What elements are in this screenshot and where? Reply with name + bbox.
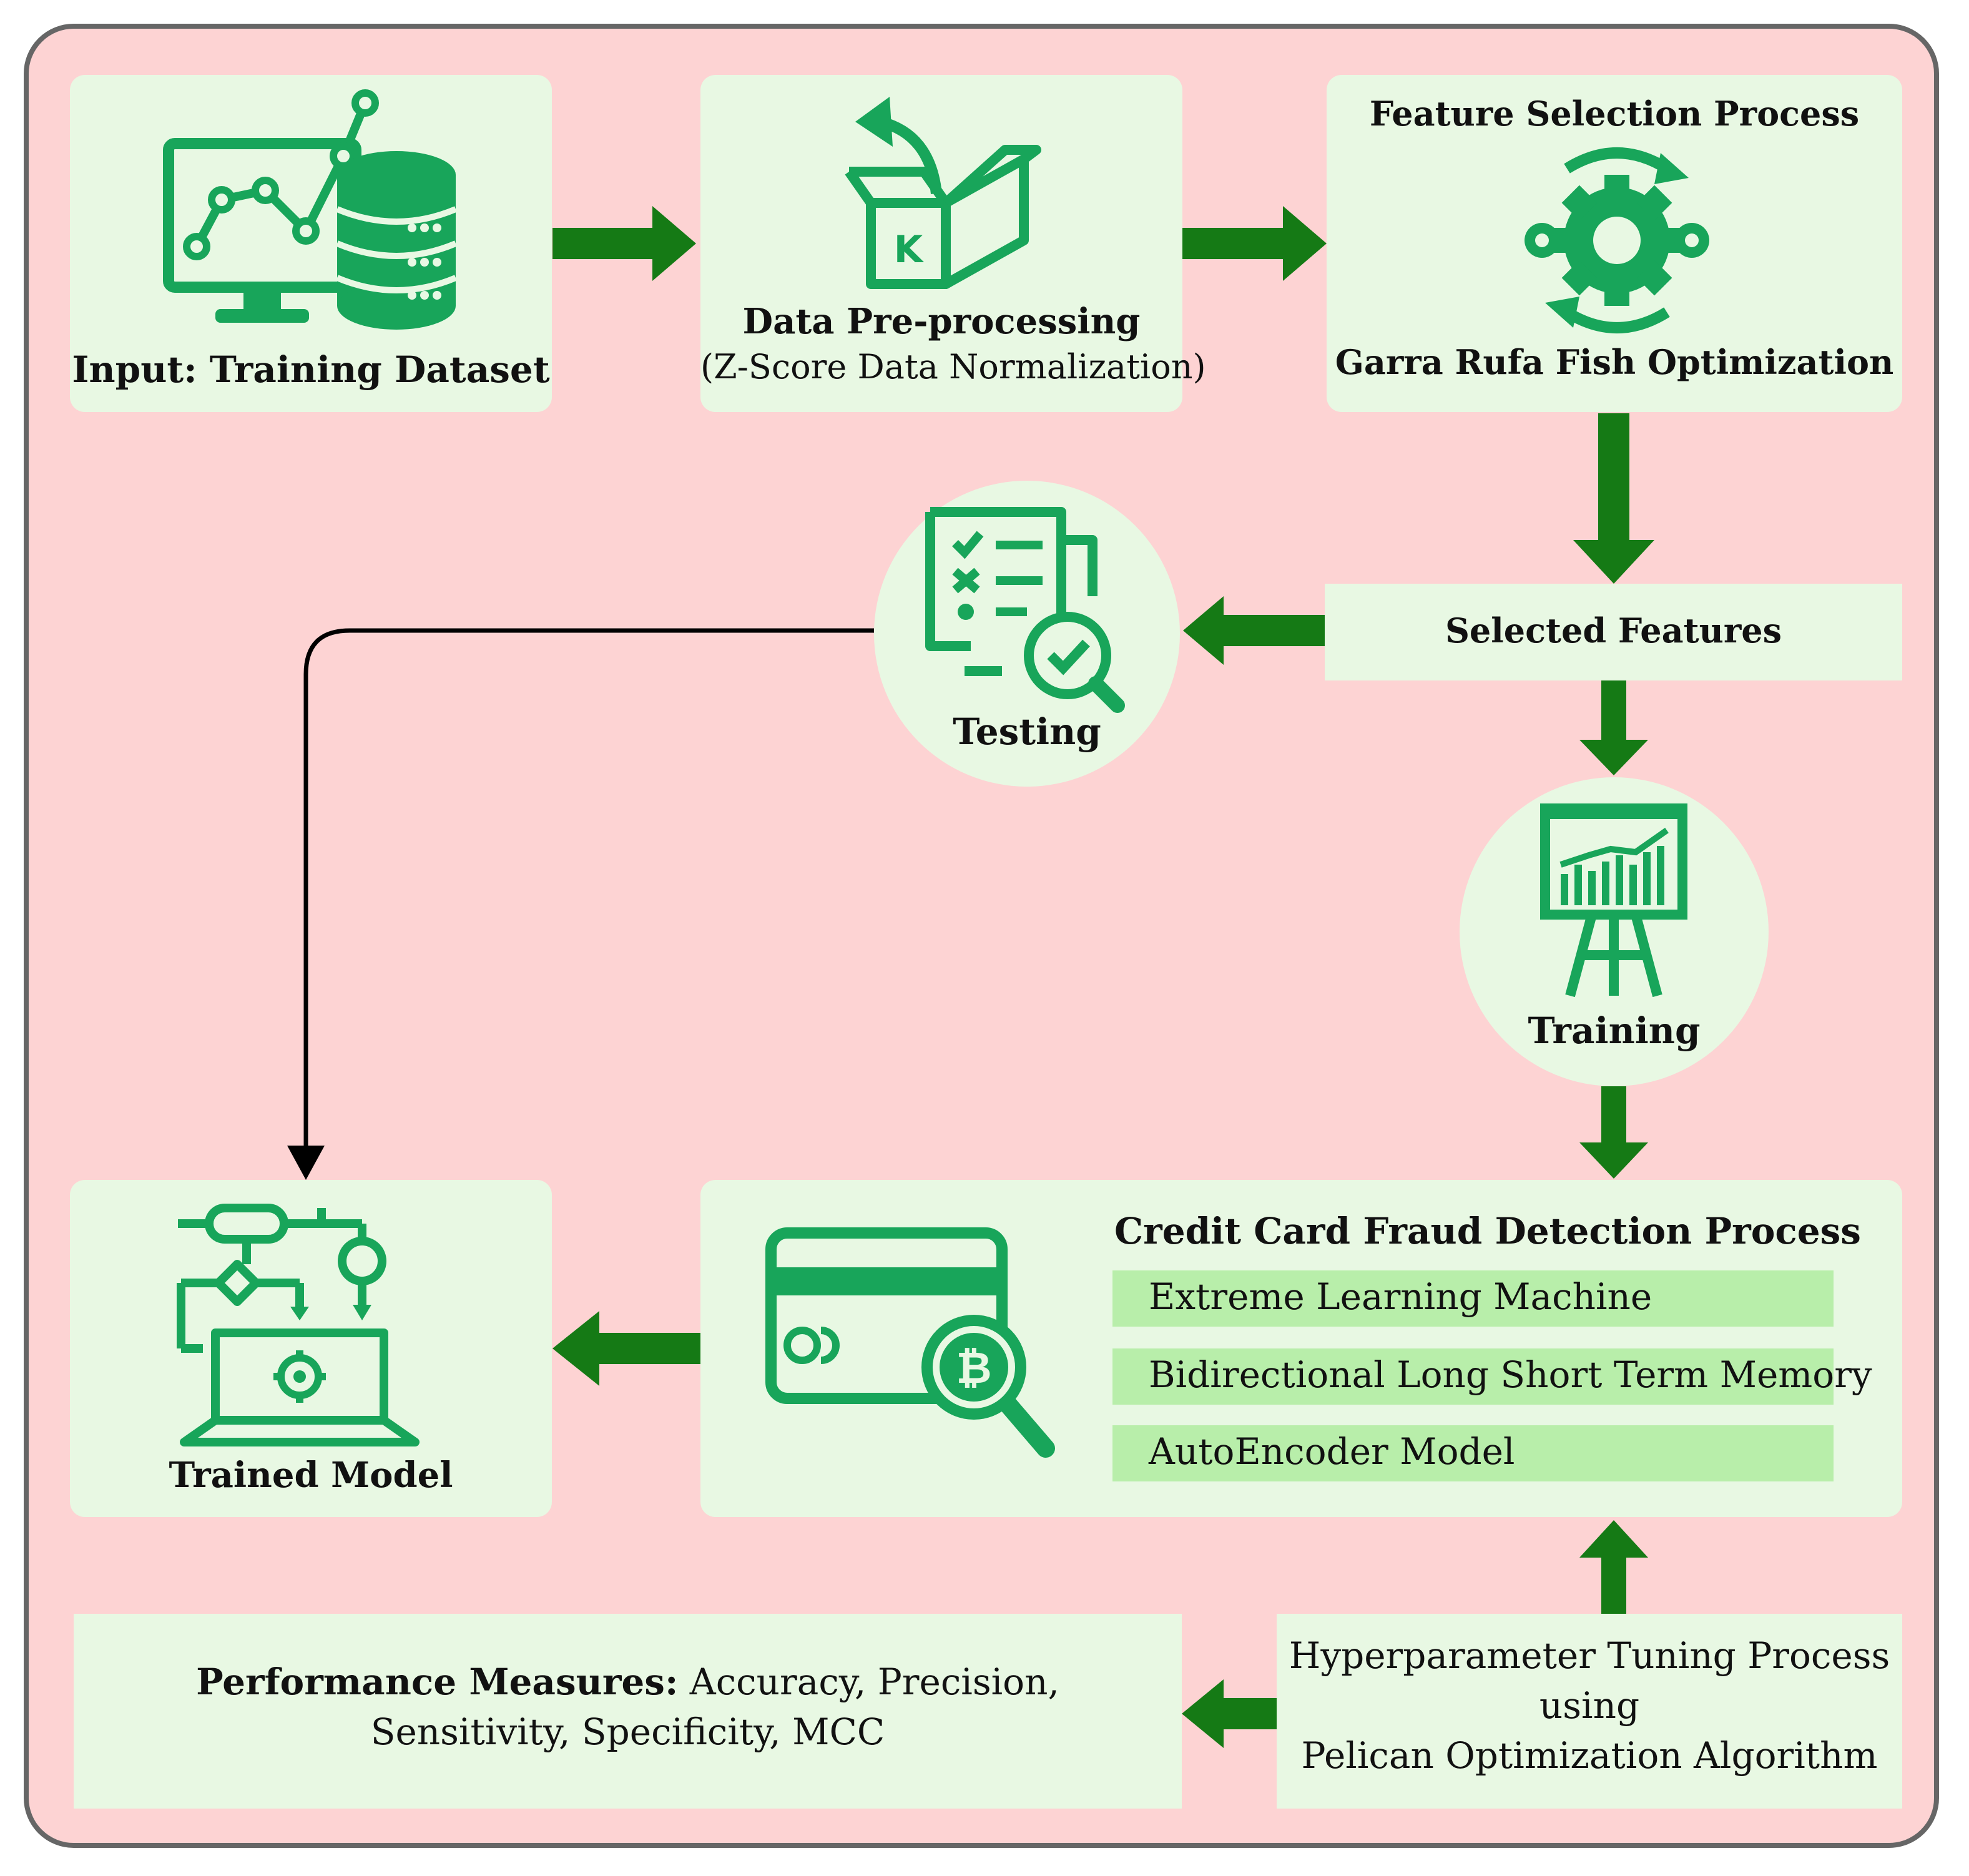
arrow-feature-selection-to-selected-features [1573,413,1654,584]
hyperparameter-line-1: Hyperparameter Tuning Process [1289,1634,1890,1677]
selected-features-node [1325,584,1902,680]
open-box-icon: K [845,97,1041,289]
arrow-selected-features-to-training [1579,680,1648,775]
performance-node [74,1614,1182,1809]
feature-selection-title: Feature Selection Process [1369,94,1860,134]
presentation-easel-icon [1540,803,1687,998]
model-label-bilstm: Bidirectional Long Short Term Memory [1149,1353,1872,1396]
arrow-fraud-detection-to-trained-model [552,1311,700,1386]
testing-label: Testing [953,710,1101,753]
model-bar-elm [1112,1270,1834,1327]
monitor-database-icon [163,89,457,330]
arrow-hyperparameter-to-fraud-detection [1579,1520,1648,1614]
connector-testing-to-trained-model [303,628,874,1149]
hyperparameter-node [1277,1614,1902,1809]
model-bar-autoencoder [1112,1425,1834,1481]
performance-line-1: Performance Measures: Accuracy, Precisio… [74,1661,1182,1703]
model-bar-bilstm [1112,1348,1834,1405]
feature-selection-subtitle: Garra Rufa Fish Optimization [1335,342,1894,382]
fraud-detection-title: Credit Card Fraud Detection Process [1114,1210,1861,1252]
arrow-hyperparameter-to-performance [1182,1679,1277,1748]
input-label: Input: Training Dataset [72,348,550,391]
svg-text:K: K [894,228,925,272]
arrow-selected-features-to-testing [1183,596,1325,665]
checklist-magnifier-icon [925,507,1125,713]
preprocessing-title: Data Pre-processing [742,301,1141,342]
hyperparameter-line-3: Pelican Optimization Algorithm [1301,1734,1878,1777]
trained-model-label: Trained Model [169,1455,453,1496]
flowchart-laptop-icon [177,1204,420,1446]
performance-metrics-1: Accuracy, Precision, [678,1661,1059,1703]
trained-model-node [70,1180,552,1517]
svg-text:₿: ₿ [956,1342,991,1393]
preprocessing-subtitle: (Z-Score Data Normalization) [700,347,1206,386]
arrow-training-to-fraud-detection [1579,1086,1648,1179]
credit-card-search-icon: ₿ [765,1227,1055,1458]
selected-features-label: Selected Features [1445,611,1782,651]
performance-title: Performance Measures: [196,1661,679,1703]
arrow-preprocessing-to-feature-selection [1182,206,1327,281]
performance-line-2: Sensitivity, Specificity, MCC [370,1711,885,1753]
gears-cycle-icon [1525,147,1709,333]
model-label-autoencoder: AutoEncoder Model [1149,1430,1515,1473]
connector-arrowhead [287,1146,325,1180]
hyperparameter-line-2: using [1539,1684,1640,1727]
arrow-input-to-preprocessing [552,206,696,281]
testing-node [874,481,1180,787]
model-label-elm: Extreme Learning Machine [1149,1275,1652,1318]
training-label: Training [1528,1009,1701,1052]
